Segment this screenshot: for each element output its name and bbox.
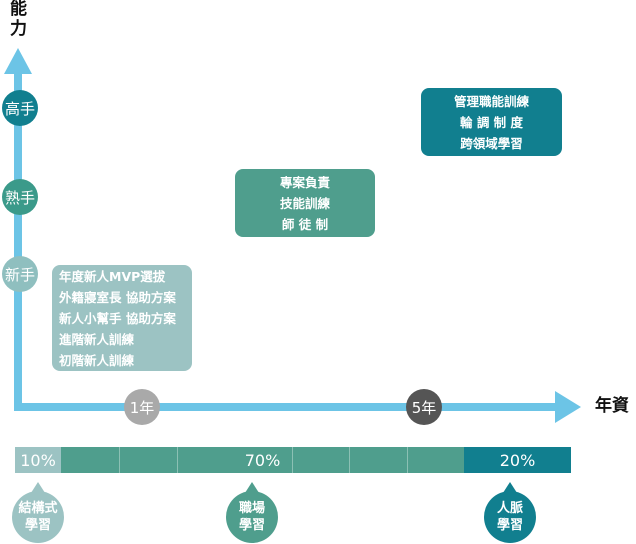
level-expert-circle: 高手 xyxy=(2,90,38,126)
skilled-program: 專案負責 xyxy=(279,174,330,190)
bar-segment-network: 20% xyxy=(464,447,571,473)
drop-label: 結構式 xyxy=(18,501,58,516)
expert-program: 跨領域學習 xyxy=(460,135,523,151)
novice-program: 初階新人訓練 xyxy=(59,352,135,368)
workplace-learning-drop: 職場 學習 xyxy=(226,482,278,543)
novice-program: 年度新人MVP選拔 xyxy=(59,268,166,284)
level-novice-circle: 新手 xyxy=(2,256,38,292)
year-5-circle: 5年 xyxy=(406,389,442,425)
level-skilled-circle: 熟手 xyxy=(2,179,38,215)
y-axis-line xyxy=(14,70,22,411)
bar-divider xyxy=(177,447,178,473)
novice-programs-box: 年度新人MVP選拔 外籍寢室長 協助方案 新人小幫手 協助方案 進階新人訓練 初… xyxy=(52,265,192,371)
bar-divider xyxy=(349,447,350,473)
bar-segment-structured: 10% xyxy=(15,447,61,473)
novice-program: 進階新人訓練 xyxy=(59,331,135,347)
structured-learning-drop: 結構式 學習 xyxy=(12,482,64,543)
expert-program: 管理職能訓練 xyxy=(453,93,529,109)
bar-divider xyxy=(292,447,293,473)
y-axis-title: 能 力 xyxy=(10,0,27,39)
expert-program: 輪 調 制 度 xyxy=(459,114,524,130)
y-axis-title-line-2: 力 xyxy=(10,19,27,39)
x-axis-arrow xyxy=(555,391,581,423)
drop-label: 學習 xyxy=(496,518,523,533)
x-axis-line xyxy=(14,403,559,411)
expert-programs-box: 管理職能訓練 輪 調 制 度 跨領域學習 xyxy=(421,88,562,156)
drop-label: 職場 xyxy=(238,501,265,516)
y-axis-title-line-1: 能 xyxy=(10,0,27,19)
bar-divider xyxy=(119,447,120,473)
year-1-circle: 1年 xyxy=(124,389,160,425)
bar-segment-workplace: 70% xyxy=(61,447,464,473)
network-learning-drop: 人脈 學習 xyxy=(484,482,536,543)
skilled-program: 師 徒 制 xyxy=(281,216,329,232)
bar-divider xyxy=(407,447,408,473)
novice-program: 新人小幫手 協助方案 xyxy=(59,310,176,326)
drop-label: 學習 xyxy=(24,518,51,533)
skilled-program: 技能訓練 xyxy=(279,195,330,211)
drop-label: 學習 xyxy=(238,518,265,533)
skilled-programs-box: 專案負責 技能訓練 師 徒 制 xyxy=(235,169,375,237)
y-axis-arrow xyxy=(4,48,32,74)
novice-program: 外籍寢室長 協助方案 xyxy=(59,289,176,305)
drop-label: 人脈 xyxy=(496,501,523,516)
x-axis-title: 年資 xyxy=(595,396,629,416)
